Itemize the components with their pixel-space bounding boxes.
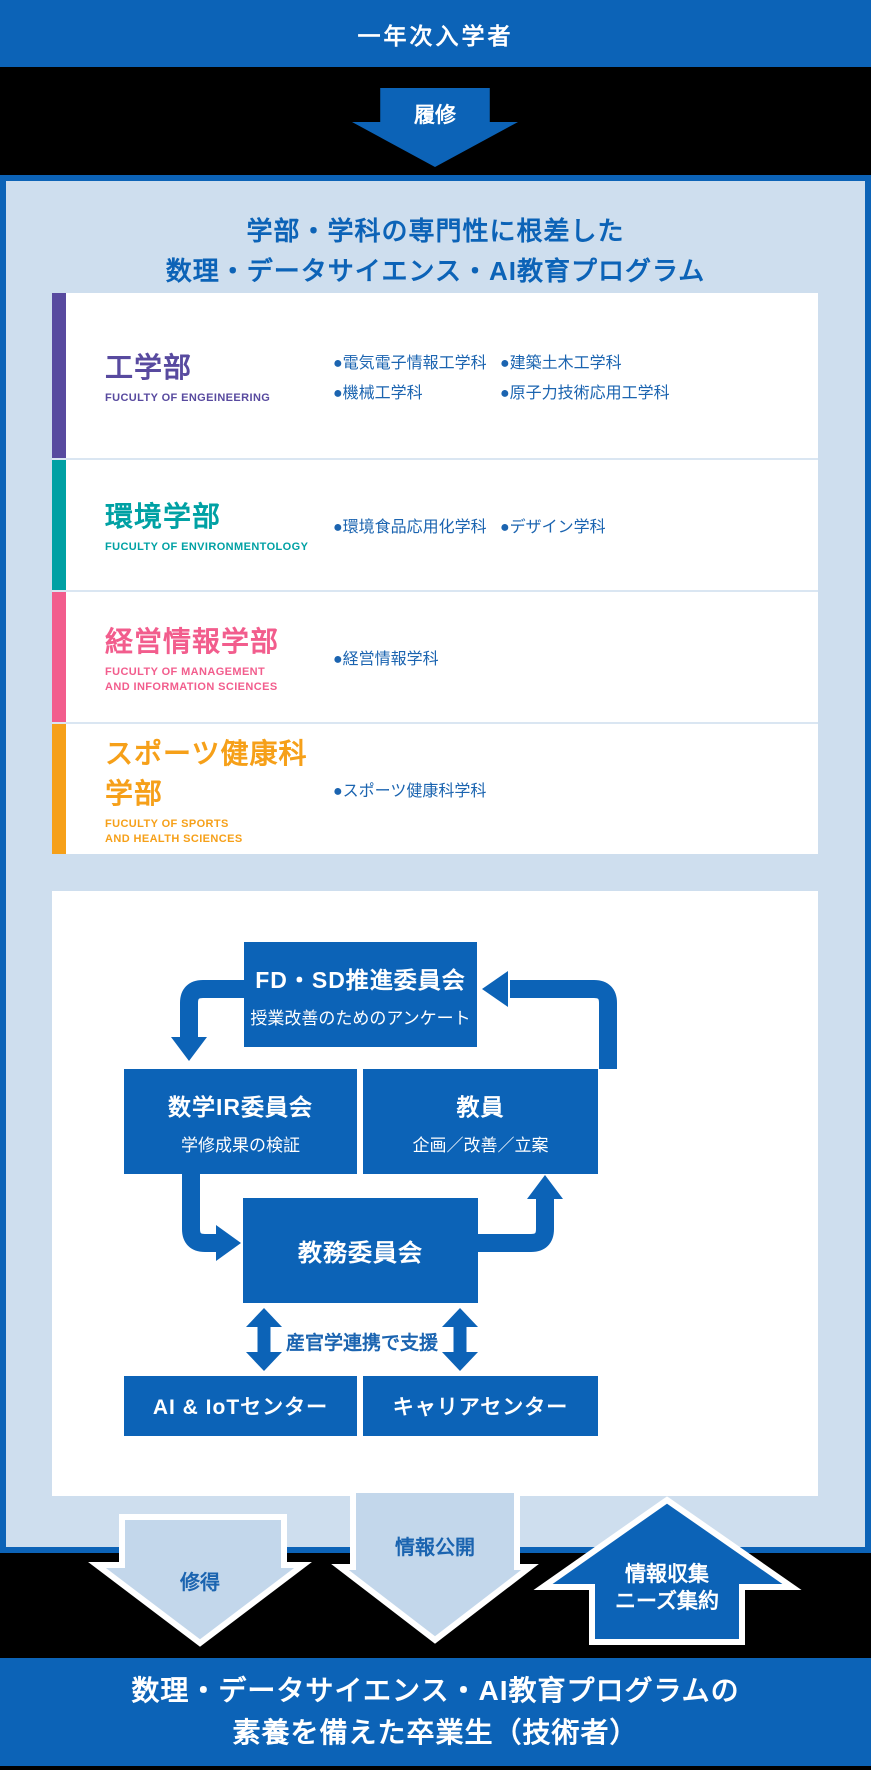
career-center-title: キャリアセンター: [392, 1396, 569, 1419]
department-list: ●スポーツ健康科学科: [333, 777, 690, 801]
arrowhead-up-right: [527, 1175, 563, 1199]
faculty-heading: スポーツ健康科学部 FUCULTY OF SPORTS AND HEALTH SC…: [105, 732, 333, 847]
faculty-name: 工学部: [105, 351, 193, 383]
department-item: ●環境食品応用化学科: [333, 519, 487, 536]
faculty-row: 環境学部 FUCULTY OF ENVIRONMENTOLOGY ●環境食品応用…: [52, 458, 818, 590]
academic-affairs-title: 教務委員会: [298, 1240, 423, 1267]
faculty-subtitle: FUCULTY OF SPORTS AND HEALTH SCIENCES: [105, 817, 333, 847]
ai-iot-center-title: AI & IoTセンター: [152, 1396, 329, 1419]
faculty-row: 工学部 FUCULTY OF ENGEINEERING ●電気電子情報工学科 ●建…: [52, 293, 818, 458]
arrow-academic-to-teachers: [478, 1197, 554, 1252]
program-title-line2: 数理・データサイエンス・AI教育プログラム: [165, 256, 706, 286]
faculty-subtitle-line: FUCULTY OF SPORTS: [105, 817, 229, 830]
faculty-row: 経営情報学部 FUCULTY OF MANAGEMENT AND INFORMAT…: [52, 590, 818, 722]
arrow-teachers-to-fdsd: [510, 980, 617, 1069]
course-registration-arrow: 履修: [352, 88, 518, 167]
faculty-subtitle: FUCULTY OF ENVIRONMENTOLOGY: [105, 540, 333, 555]
teachers-title: 教員: [456, 1093, 505, 1120]
graduates-bar: 数理・データサイエンス・AI教育プログラムの 素養を備えた卒業生（技術者）: [0, 1658, 871, 1766]
graduates-line2: 素養を備えた卒業生（技術者）: [232, 1717, 639, 1748]
box-teachers: 教員 企画／改善／立案: [363, 1069, 598, 1174]
program-panel-title: 学部・学科の専門性に根差した 数理・データサイエンス・AI教育プログラム: [6, 211, 865, 291]
department-item: ●原子力技術応用工学科: [500, 384, 670, 402]
first-year-students-bar: 一年次入学者: [0, 0, 871, 67]
math-ir-title: 数学IR委員会: [168, 1093, 313, 1120]
program-title-line1: 学部・学科の専門性に根差した: [246, 216, 625, 246]
faculty-subtitle-line: AND INFORMATION SCIENCES: [105, 680, 278, 693]
faculty-name: スポーツ健康科学部: [105, 737, 308, 809]
flowchart-card: FD・SD推進委員会 授業改善のためのアンケート 数学IR委員会 学修成果の検証…: [52, 891, 818, 1496]
box-math-ir-committee: 数学IR委員会 学修成果の検証: [124, 1069, 357, 1174]
double-arrow-left-top-head: [246, 1308, 282, 1327]
arrow-fdsd-to-mathir: [180, 980, 244, 1039]
double-arrow-right-top-head: [442, 1308, 478, 1327]
fd-sd-subtitle: 授業改善のためのアンケート: [250, 1008, 471, 1028]
department-list: ●経営情報学科: [333, 645, 690, 669]
faculty-subtitle-line: FUCULTY OF ENVIRONMENTOLOGY: [105, 541, 309, 553]
first-year-students-label: 一年次入学者: [357, 22, 514, 49]
department-list: ●電気電子情報工学科 ●建築土木工学科 ●機械工学科 ●原子力技術応用工学科: [333, 349, 690, 403]
department-item: ●電気電子情報工学科: [333, 354, 487, 372]
department-item: ●機械工学科: [333, 384, 423, 402]
faculty-heading: 経営情報学部 FUCULTY OF MANAGEMENT AND INFORMAT…: [105, 620, 333, 695]
arrowhead-down-left: [171, 1037, 207, 1061]
faculty-color-bar: [52, 460, 66, 590]
publish-arrow: [331, 1487, 539, 1644]
box-career-center: キャリアセンター: [363, 1376, 598, 1436]
faculty-name: 環境学部: [105, 501, 222, 532]
math-ir-subtitle: 学修成果の検証: [181, 1135, 300, 1155]
collect-label: 情報収集 ニーズ集約: [587, 1561, 747, 1615]
arrow-mathir-to-academic: [182, 1174, 216, 1252]
publish-label: 情報公開: [395, 1537, 475, 1559]
faculty-subtitle-line: FUCULTY OF MANAGEMENT: [105, 665, 266, 678]
collect-label-line2: ニーズ集約: [615, 1590, 719, 1613]
faculty-subtitle: FUCULTY OF MANAGEMENT AND INFORMATION SCI…: [105, 665, 333, 695]
department-item: ●スポーツ健康科学科: [333, 783, 487, 800]
flowchart-arrows: [171, 971, 617, 1371]
box-fd-sd-committee: FD・SD推進委員会 授業改善のためのアンケート: [244, 942, 477, 1047]
faculties-card: 工学部 FUCULTY OF ENGEINEERING ●電気電子情報工学科 ●建…: [52, 293, 818, 854]
faculty-subtitle-line: AND HEALTH SCIENCES: [105, 832, 243, 845]
faculty-color-bar: [52, 724, 66, 854]
faculty-row: スポーツ健康科学部 FUCULTY OF SPORTS AND HEALTH SC…: [52, 722, 818, 854]
department-item: ●経営情報学科: [333, 651, 439, 668]
acquire-arrow: [88, 1514, 312, 1647]
collect-label-line1: 情報収集: [625, 1563, 709, 1586]
faculty-subtitle-line: FUCULTY OF ENGEINEERING: [105, 391, 271, 404]
teachers-subtitle: 企画／改善／立案: [412, 1135, 549, 1155]
arrowhead-right: [216, 1225, 241, 1261]
acquire-label: 修得: [180, 1572, 220, 1594]
box-academic-affairs-committee: 教務委員会: [243, 1198, 478, 1303]
department-item: ●建築土木工学科: [500, 354, 622, 372]
graduates-line1: 数理・データサイエンス・AI教育プログラムの: [131, 1675, 740, 1706]
faculty-color-bar: [52, 592, 66, 722]
department-item: ●デザイン学科: [500, 519, 606, 536]
faculty-subtitle: FUCULTY OF ENGEINEERING: [105, 391, 333, 406]
faculty-heading: 環境学部 FUCULTY OF ENVIRONMENTOLOGY: [105, 495, 333, 555]
collect-arrow: [533, 1496, 802, 1645]
box-ai-iot-center: AI & IoTセンター: [124, 1376, 357, 1436]
faculty-name: 経営情報学部: [105, 625, 280, 657]
double-arrow-right-bottom-head: [442, 1352, 478, 1371]
program-panel: 学部・学科の専門性に根差した 数理・データサイエンス・AI教育プログラム 工学部…: [0, 175, 871, 1553]
faculty-color-bar: [52, 293, 66, 458]
arrowhead-left: [482, 971, 508, 1007]
department-list: ●環境食品応用化学科 ●デザイン学科: [333, 513, 690, 537]
fd-sd-title: FD・SD推進委員会: [255, 966, 466, 993]
bottom-arrows-layer: [88, 1487, 802, 1647]
course-registration-label: 履修: [414, 104, 456, 127]
double-arrow-left-bottom-head: [246, 1352, 282, 1371]
faculty-heading: 工学部 FUCULTY OF ENGEINEERING: [105, 346, 333, 406]
industry-support-label: 産官学連携で支援: [285, 1333, 438, 1354]
